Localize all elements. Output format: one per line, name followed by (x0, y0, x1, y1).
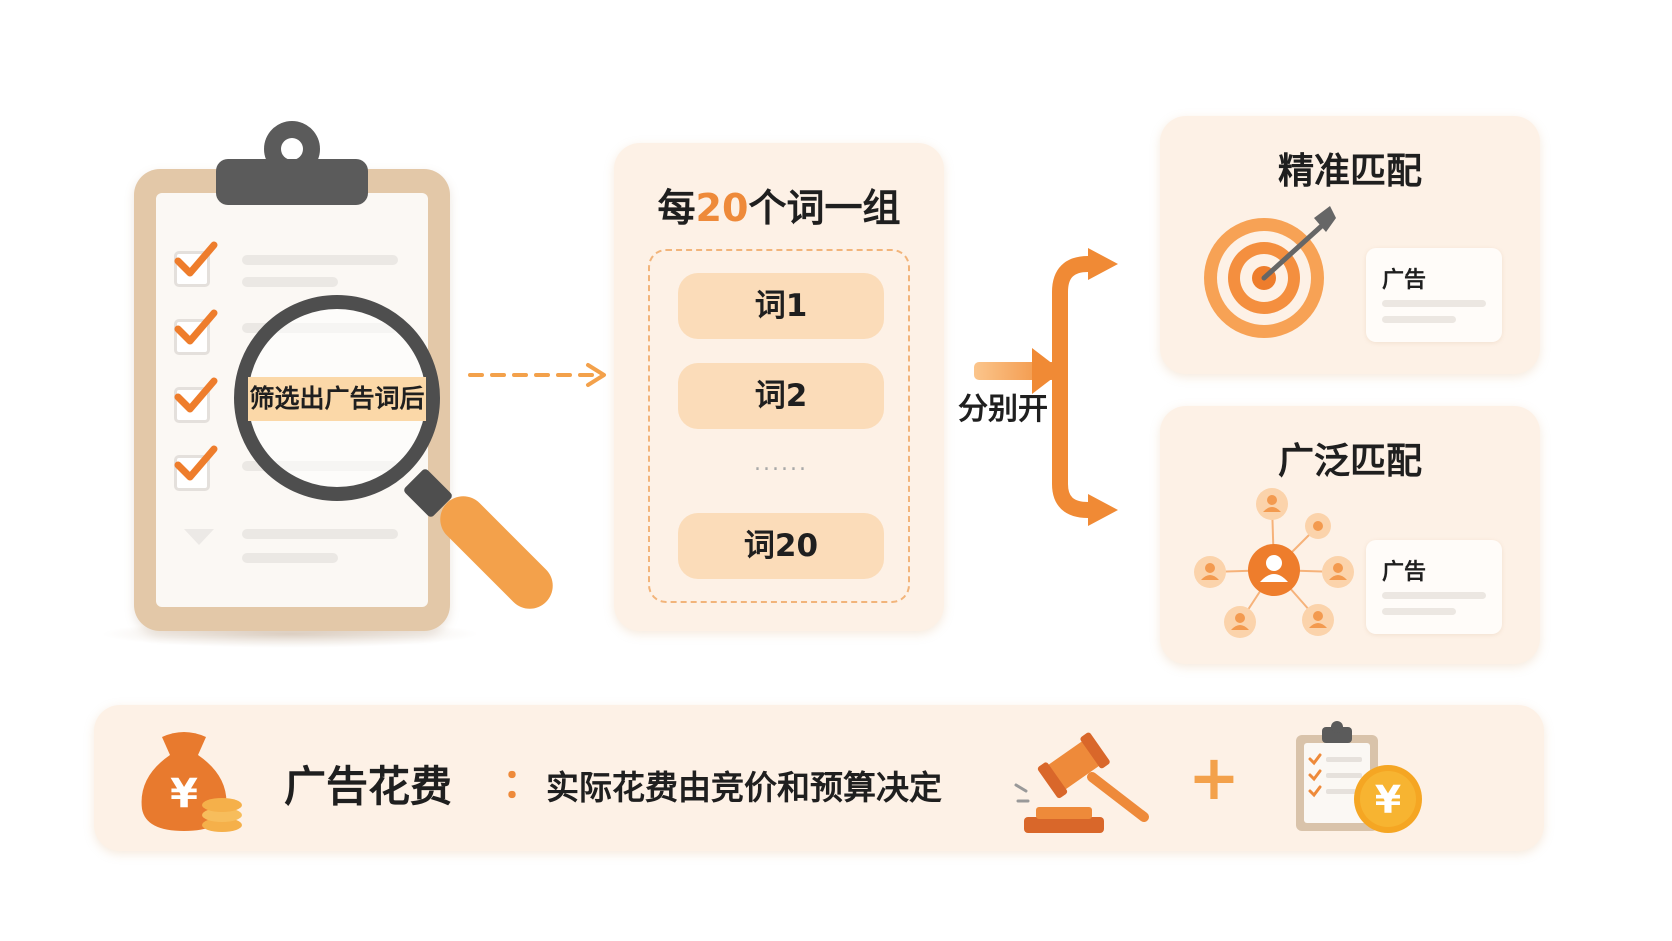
checkmark-icon (174, 309, 218, 345)
clipboard-clip (216, 159, 368, 205)
exact-match-title: 精准匹配 (1277, 151, 1422, 192)
ad-box: 广告 (1366, 248, 1502, 342)
word-group-card: 每20个词一组 词1 词2 ...... 词20 (614, 143, 944, 631)
exact-match-card: 精准匹配 广告 (1160, 116, 1540, 374)
broad-match-card: 广泛匹配 广告 (1160, 406, 1540, 664)
colon-separator: ： (502, 761, 542, 807)
network-icon (1194, 488, 1354, 638)
dashed-arrow-icon (468, 363, 606, 387)
filter-label: 筛选出广告词后 (249, 384, 425, 413)
word-item: 词2 (678, 363, 884, 429)
checkmark-icon (174, 377, 218, 413)
yen-symbol: ¥ (170, 771, 198, 817)
ad-box: 广告 (1366, 540, 1502, 634)
ad-line (1382, 316, 1456, 323)
clip-hole (281, 138, 303, 160)
ad-cost-description: 实际花费由竞价和预算决定 (546, 768, 942, 807)
money-bag-icon: ¥ (141, 732, 242, 832)
ad-line (1382, 608, 1456, 615)
ad-label: 广告 (1382, 560, 1427, 585)
magnifier-handle (430, 486, 563, 619)
split-label: 分别开 (958, 392, 1048, 427)
ad-line (1382, 300, 1486, 307)
split-arrows-icon (974, 248, 1118, 526)
yen-symbol: ¥ (1375, 778, 1401, 822)
ad-cost-bar: ¥ 广告花费 ： 实际花费由竞价和预算决定 + (94, 705, 1544, 851)
checkmark-icon (174, 241, 218, 277)
target-icon (1204, 206, 1336, 338)
broad-match-title: 广泛匹配 (1277, 441, 1422, 482)
ad-cost-title: 广告花费 (284, 762, 453, 811)
magnifier-icon: 筛选出广告词后 (234, 295, 563, 619)
word-item: 词20 (678, 513, 884, 579)
list-line (242, 553, 338, 563)
lens-highlight (248, 377, 426, 421)
group-title-number: 20 (695, 186, 749, 230)
group-title: 每20个词一组 (614, 177, 944, 232)
ad-line (1382, 592, 1486, 599)
list-line (242, 255, 398, 265)
ad-label: 广告 (1382, 268, 1427, 293)
faded-chevron-icon (184, 529, 214, 545)
ellipsis: ...... (754, 451, 808, 476)
word-list: 词1 词2 ...... 词20 (648, 249, 910, 603)
list-line (242, 277, 338, 287)
plus-symbol: + (1188, 741, 1240, 814)
budget-icon: ¥ (1296, 721, 1422, 833)
group-title-suffix: 个词一组 (748, 186, 901, 230)
group-title-prefix: 每 (657, 186, 696, 230)
list-line (242, 529, 398, 539)
gavel-icon (1014, 732, 1149, 833)
word-item: 词1 (678, 273, 884, 339)
checkmark-icon (174, 445, 218, 481)
